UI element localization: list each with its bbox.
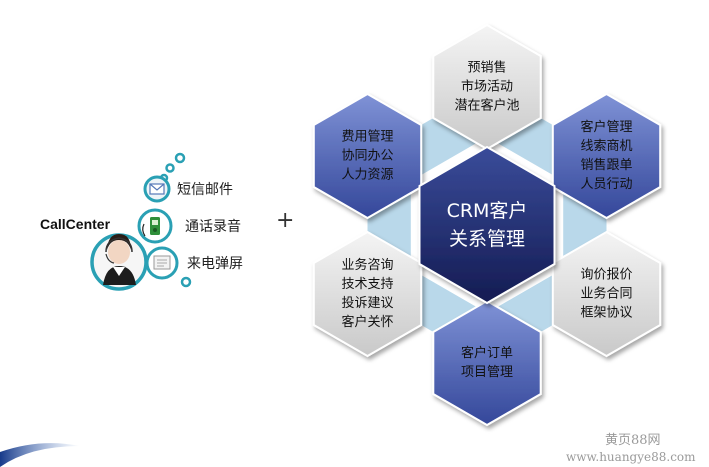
crm-hexagon-2-label: 线索商机 [581,139,633,154]
watermark: 黄页88网 www.huangye88.com [566,433,696,464]
crm-hexagon-6-label: 费用管理 [341,130,393,145]
crm-center-label: 关系管理 [449,228,525,250]
crm-hexagon-1-label: 潜在客户池 [454,98,519,114]
crm-hexagon-5-label: 客户关怀 [341,314,393,330]
bubble-icon [180,276,192,288]
watermark-line1: 黄页88网 [605,433,661,448]
crm-hexagon-2 [551,92,662,220]
callcenter-item-screen-popup: 来电弹屏 [187,256,243,272]
crm-hexagon-2-label: 销售跟单 [581,157,633,173]
mail-icon [143,175,171,203]
crm-hexagon-4-label: 客户订单 [461,345,513,361]
crm-hexagon-6 [312,92,423,220]
crm-hexagon-6-label: 人力资源 [341,168,393,183]
callcenter-item-sms-email: 短信邮件 [177,182,233,198]
crm-hexagon-2-label: 客户管理 [581,119,633,135]
crm-hexagon-1-label: 市场活动 [461,79,513,95]
crm-hexagon-5-label: 业务咨询 [341,257,393,273]
crm-center-label: CRM客户 [447,200,528,222]
crm-hexagon-3-label: 业务合同 [581,286,633,302]
crm-hexagon-4-label: 项目管理 [461,365,513,380]
bubble-icon [165,163,175,173]
screen-popup-icon [145,246,179,280]
watermark-line2: www.huangye88.com [566,450,696,464]
callcenter-title: CallCenter [40,216,111,232]
recorder-icon [137,208,173,244]
crm-hexagon-5-label: 技术支持 [341,277,393,292]
crm-hexagon-2-label: 人员行动 [581,177,633,192]
corner-swoosh [0,443,80,467]
crm-hexagon-group: 预销售市场活动潜在客户池客户管理线索商机销售跟单人员行动询价报价业务合同框架协议… [312,23,662,427]
bubble-icon [174,152,186,164]
callcenter-item-call-recording: 通话录音 [185,218,241,235]
crm-hexagon-3-label: 框架协议 [581,306,633,321]
crm-hexagon-4 [432,299,542,427]
agent-headset-avatar [90,233,148,291]
callcenter-cluster: CallCenter 短信邮件 通话录音 来电弹屏 [40,152,243,291]
crm-hexagon-3-label: 询价报价 [581,268,633,283]
plus-sign: + [276,208,294,233]
crm-hexagon-5-label: 投诉建议 [341,295,393,311]
crm-hexagon-1-label: 预销售 [467,60,506,76]
crm-hexagon-6-label: 协同办公 [341,149,393,164]
crm-center-hexagon [418,145,556,305]
